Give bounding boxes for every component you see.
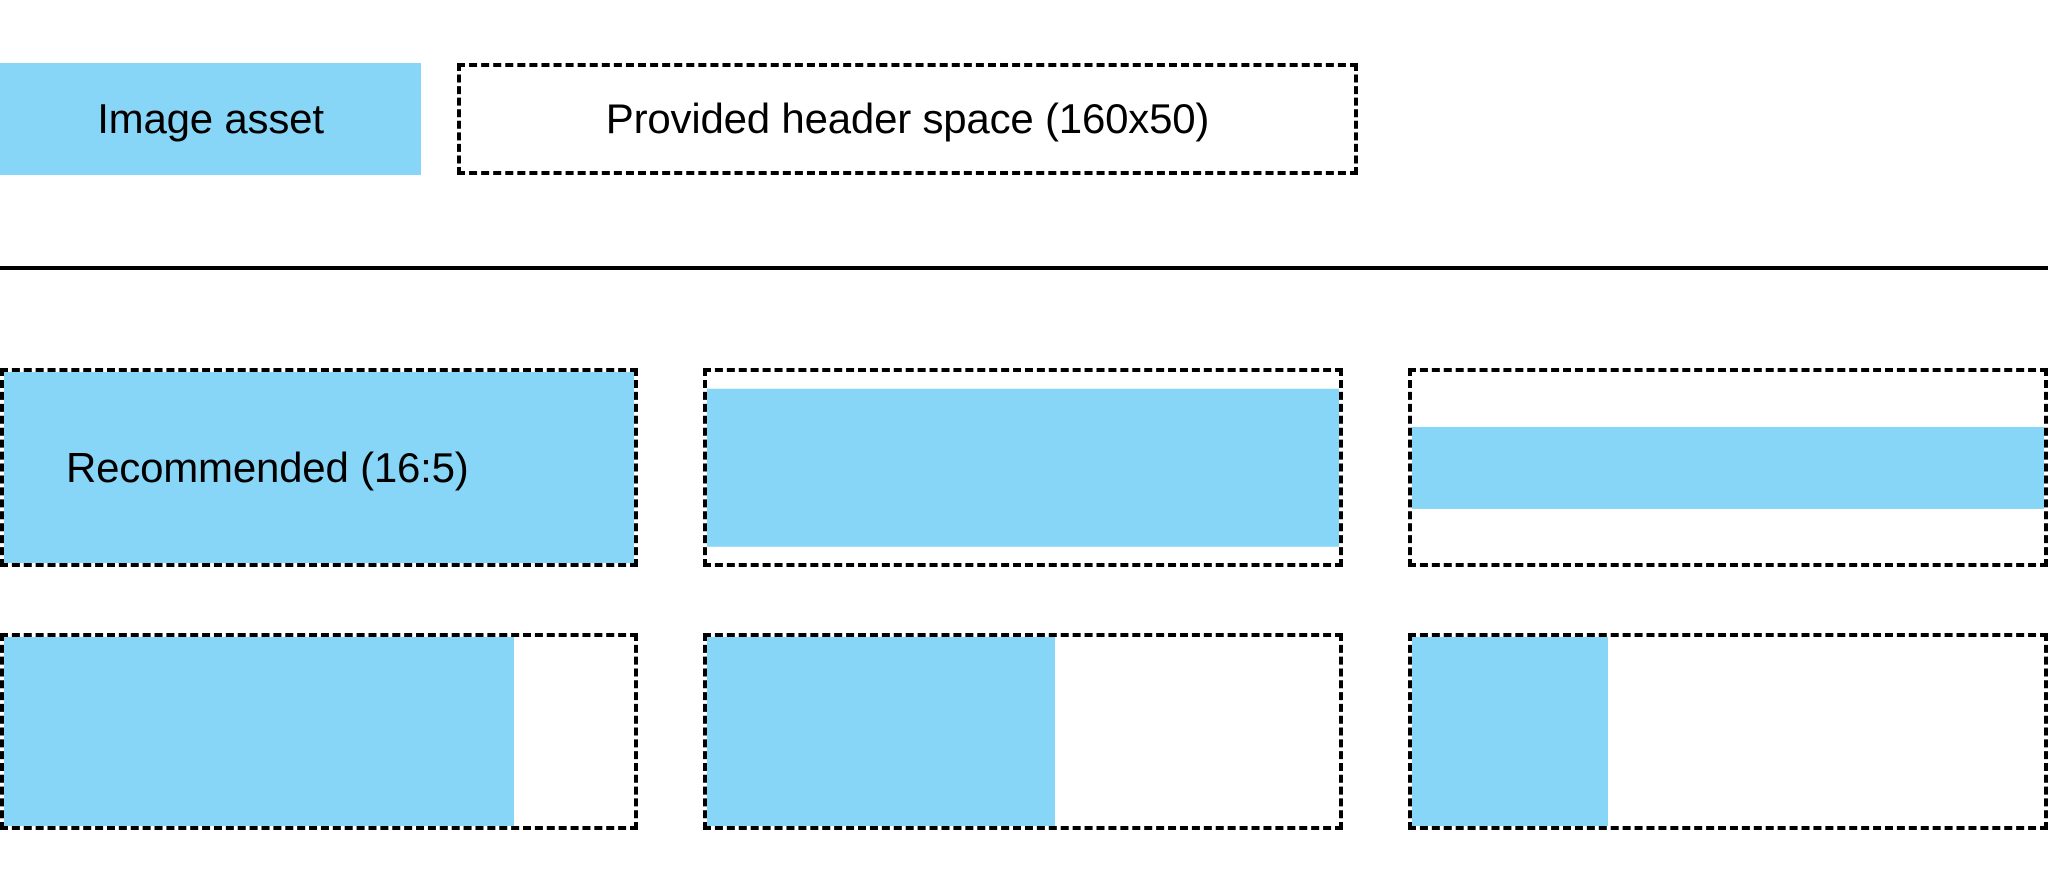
ratio-row-top: Recommended (16:5) bbox=[0, 368, 2048, 567]
provided-header-space-box: Provided header space (160x50) bbox=[457, 63, 1358, 175]
asset-fill bbox=[707, 388, 1339, 547]
ratio-example-grid: Recommended (16:5) bbox=[0, 368, 2048, 830]
ratio-cell-top-right bbox=[1408, 368, 2048, 567]
asset-fill bbox=[707, 637, 1055, 826]
legend-row: Image asset Provided header space (160x5… bbox=[0, 63, 2048, 175]
ratio-cell-recommended: Recommended (16:5) bbox=[0, 368, 638, 567]
ratio-cell-bottom-right bbox=[1408, 633, 2048, 830]
ratio-cell-bottom-middle bbox=[703, 633, 1343, 830]
asset-fill bbox=[4, 372, 634, 563]
recommended-label: Recommended (16:5) bbox=[66, 443, 469, 491]
image-asset-swatch: Image asset bbox=[0, 63, 421, 175]
asset-fill bbox=[1412, 426, 2044, 509]
provided-header-space-label: Provided header space (160x50) bbox=[605, 95, 1210, 142]
asset-fill bbox=[1412, 637, 1608, 826]
image-asset-label: Image asset bbox=[97, 95, 324, 142]
asset-fill bbox=[4, 637, 515, 826]
ratio-cell-bottom-left bbox=[0, 633, 638, 830]
ratio-cell-top-middle bbox=[703, 368, 1343, 567]
ratio-row-bottom bbox=[0, 633, 2048, 830]
section-divider bbox=[0, 266, 2048, 270]
